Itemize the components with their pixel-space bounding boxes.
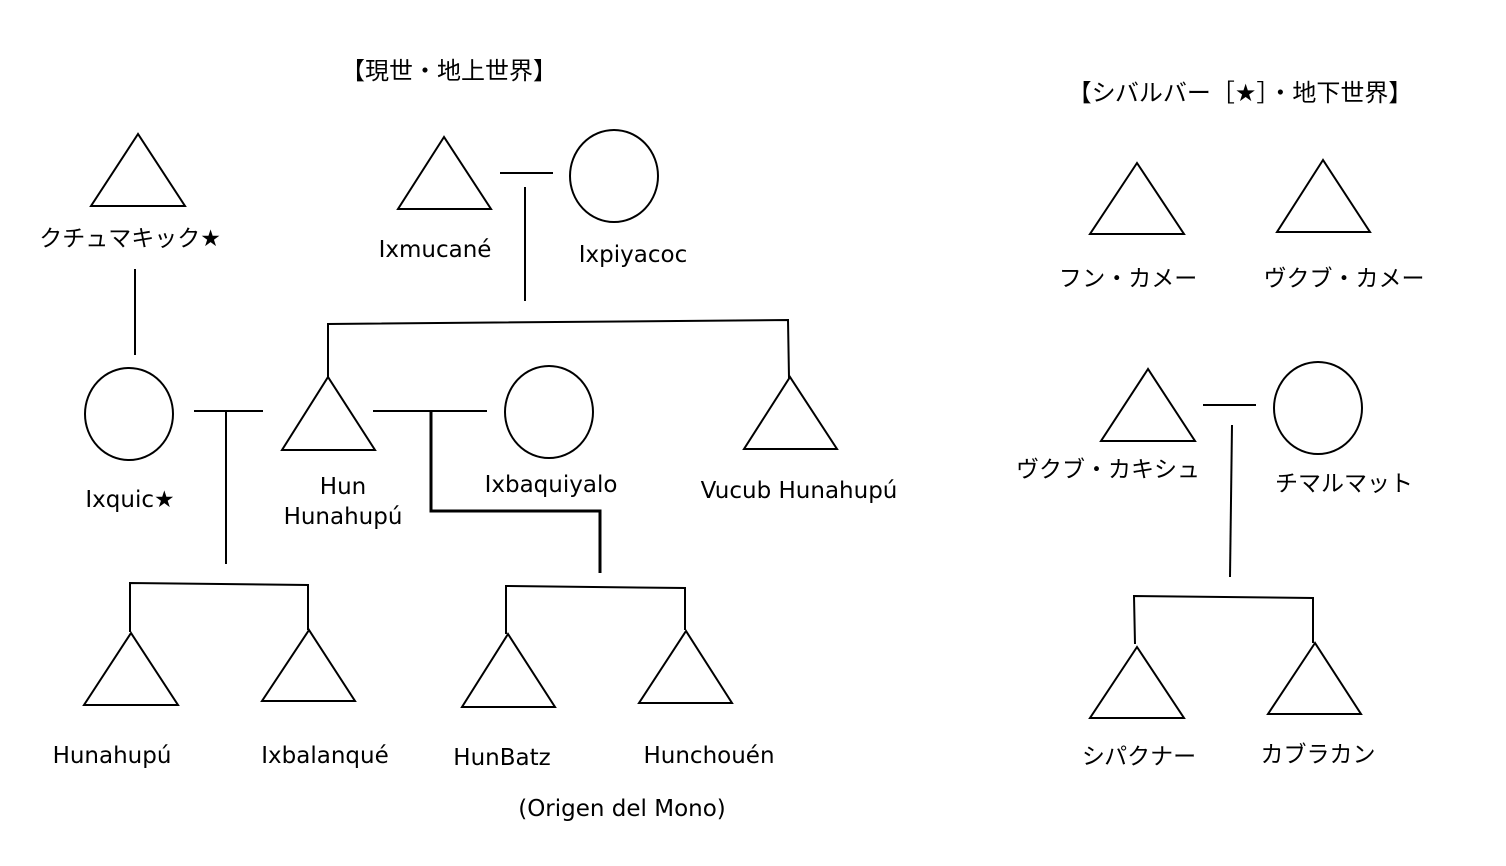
female-symbol-chimalmat [1273,361,1363,455]
male-symbol-hunbatz [460,632,557,708]
label-ixbalanque: Ixbalanqué [261,743,389,769]
label-hunchouen: Hunchouén [643,743,775,769]
descent-line-ixbaquiyalo [429,411,602,573]
label-hunbatz: HunBatz [453,745,551,771]
label-kuchumakik: クチュマキック★ [39,226,221,252]
male-symbol-hun-came [1088,161,1186,235]
male-symbol-hunahpu [82,631,180,706]
male-symbol-vucub-caquix [1099,367,1197,442]
female-symbol-ixquic [84,367,174,461]
male-symbol-vucub-hunahpu [742,375,839,450]
male-symbol-hunchouen [637,629,734,704]
label-hun-hunahpu-line2: Hunahupú [283,504,403,530]
label-ixmucane: Ixmucané [378,237,492,263]
label-zipacna: シパクナー [1081,744,1197,770]
note-monkey-origin: (Origen del Mono) [518,796,726,822]
female-symbol-ixbaquiyalo [504,365,594,459]
label-vucub-came: ヴクブ・カメー [1263,266,1425,292]
title-underworld: 【シバルバー［★］・地下世界】 [1067,79,1413,107]
label-ixpiyacoc: Ixpiyacoc [578,242,688,268]
label-vucub-hunahpu: Vucub Hunahupú [700,478,898,504]
male-symbol-zipacna [1088,645,1186,719]
female-symbol-ixpiyacoc [569,129,659,223]
sibling-line-monkeys [505,584,686,634]
label-ixbaquiyalo: Ixbaquiyalo [484,472,618,498]
title-upper-world: 【現世・地上世界】 [341,57,557,85]
male-symbol-kuchumakik [89,132,187,207]
sibling-line-zipacna-cabracan [1132,594,1314,645]
label-hunahpu: Hunahupú [52,743,172,769]
label-hun-came: フン・カメー [1058,266,1198,292]
label-cabracan: カブラカン [1260,742,1376,768]
label-hun-hunahpu-line1: Hun [319,474,367,500]
label-ixquic: Ixquic★ [85,487,175,513]
male-symbol-ixmucane [396,135,493,210]
descent-line-vucub-caquix [1229,424,1233,578]
sibling-line-twins [129,581,309,632]
male-symbol-vucub-came [1275,158,1372,233]
male-symbol-ixbalanque [260,628,357,702]
male-symbol-cabracan [1266,641,1363,715]
male-symbol-hun-hunahpu [280,375,377,451]
label-vucub-caquix: ヴクブ・カキシュ [1016,457,1200,483]
label-chimalmat: チマルマット [1275,471,1413,497]
sibling-line-hun-vucub [327,318,790,379]
